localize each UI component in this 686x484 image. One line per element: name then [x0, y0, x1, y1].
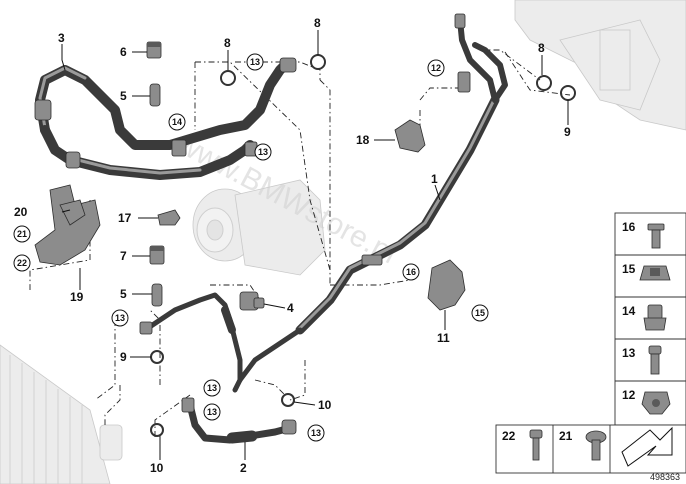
- clip-17: [157, 209, 181, 226]
- svg-text:12: 12: [431, 63, 441, 73]
- callout-8-right: 8: [538, 41, 545, 55]
- svg-text:15: 15: [475, 308, 485, 318]
- circled-callout-16: 16: [402, 263, 420, 281]
- legend-item-21: 21: [559, 429, 607, 461]
- callout-1: 1: [431, 172, 438, 186]
- circled-callout-13-mid: 13: [203, 379, 221, 397]
- callout-2: 2: [240, 461, 247, 475]
- circled-callout-22: 22: [13, 254, 31, 272]
- callout-5-upper: 5: [120, 89, 127, 103]
- svg-text:15: 15: [622, 262, 636, 276]
- refrigerant-line-3: [34, 57, 297, 180]
- svg-text:13: 13: [258, 147, 268, 157]
- legend-item-13: 13: [622, 345, 662, 375]
- circled-callout-12: 12: [427, 59, 445, 77]
- condenser-ghost: [0, 344, 123, 484]
- leader-lines: [61, 30, 569, 460]
- direction-arrow-icon: [621, 426, 673, 467]
- fastener-legend: 16 15 14 13 12: [614, 212, 686, 426]
- svg-text:13: 13: [622, 346, 636, 360]
- legend-item-14: 14: [622, 304, 667, 331]
- svg-text:13: 13: [115, 313, 125, 323]
- valve-cap-7: [149, 245, 165, 265]
- pressure-sensor-4: [239, 291, 265, 311]
- circled-callout-13-low: 13: [203, 403, 221, 421]
- callout-8-mid: 8: [314, 16, 321, 30]
- svg-text:13: 13: [207, 383, 217, 393]
- holder-14: [171, 139, 187, 157]
- svg-text:13: 13: [250, 57, 260, 67]
- callout-4: 4: [287, 301, 294, 315]
- callout-10-right: 10: [318, 398, 332, 412]
- callout-18: 18: [356, 133, 370, 147]
- callout-9-right: 9: [564, 125, 571, 139]
- svg-text:22: 22: [17, 258, 27, 268]
- callout-7: 7: [120, 249, 127, 263]
- callout-6: 6: [120, 45, 127, 59]
- assembly-lines: [29, 49, 571, 440]
- callout-labels: 3 6 5 8 8 8 9 18 1 17 20 7 5 19 4 11 9 1…: [14, 16, 571, 475]
- legend-item-15: 15: [622, 262, 671, 281]
- refrigerant-line-2: [181, 397, 297, 444]
- bracket-19-20: [34, 184, 101, 266]
- svg-text:13: 13: [311, 428, 321, 438]
- seal-rings: [150, 54, 576, 437]
- reference-number: 498363: [650, 472, 680, 482]
- bracket-18: [394, 119, 426, 153]
- circled-callout-15: 15: [471, 304, 489, 322]
- callout-10-left: 10: [150, 461, 164, 475]
- callout-5-lower: 5: [120, 287, 127, 301]
- callout-19: 19: [70, 290, 84, 304]
- callout-11: 11: [437, 331, 450, 345]
- bottom-fastener-legend: 22 21: [495, 424, 686, 474]
- svg-text:16: 16: [406, 267, 416, 277]
- circled-callout-14: 14: [168, 113, 186, 131]
- valve-cap-6: [146, 41, 162, 59]
- circled-callouts: 13 14 13 12 21 22 16 15: [13, 53, 489, 442]
- svg-text:21: 21: [559, 429, 573, 443]
- svg-text:14: 14: [622, 304, 636, 318]
- callout-3: 3: [58, 31, 65, 45]
- svg-text:22: 22: [502, 429, 516, 443]
- svg-text:21: 21: [17, 229, 27, 239]
- legend-item-16: 16: [622, 220, 665, 249]
- bracket-11: [427, 259, 466, 311]
- svg-text:13: 13: [207, 407, 217, 417]
- valve-core-5-lower: [151, 283, 163, 307]
- legend-item-22: 22: [502, 429, 543, 461]
- compressor-ghost: [192, 179, 326, 276]
- circled-callout-13-right: 13: [307, 424, 325, 442]
- legend-item-12: 12: [622, 388, 671, 415]
- callout-9-left: 9: [120, 350, 127, 364]
- refrigerant-line-1: [232, 13, 508, 393]
- callout-17: 17: [118, 211, 132, 225]
- callout-20: 20: [14, 205, 28, 219]
- valve-core-5-upper: [149, 83, 161, 107]
- fitting-12: [457, 71, 471, 93]
- svg-text:14: 14: [172, 117, 182, 127]
- circled-callout-13-hose: 13: [254, 143, 272, 161]
- circled-callout-13-top: 13: [246, 53, 264, 71]
- pipe-section-lower: [139, 292, 243, 383]
- evaporator-housing-ghost: [514, 0, 686, 131]
- callout-8-left: 8: [224, 36, 231, 50]
- svg-text:12: 12: [622, 388, 636, 402]
- svg-text:16: 16: [622, 220, 636, 234]
- circled-callout-13-left: 13: [111, 309, 129, 327]
- circled-callout-21: 21: [13, 225, 31, 243]
